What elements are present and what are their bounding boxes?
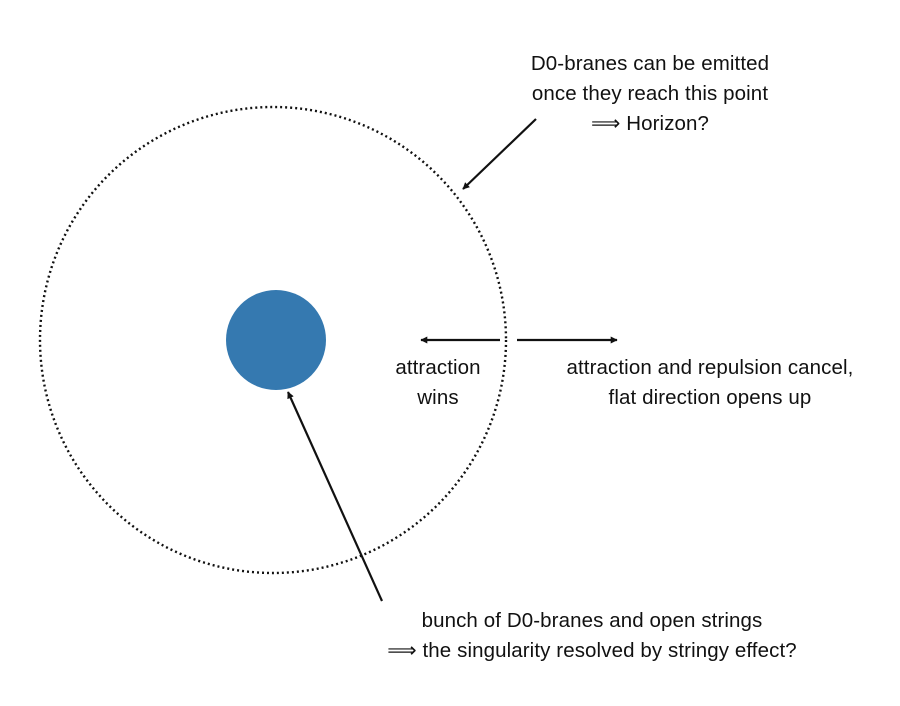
horizon-annotation-line-3: ⟹ Horizon? [590,112,710,135]
attraction-annotation-line-1: attraction [395,356,481,379]
core-annotation-line-2: ⟹ the singularity resolved by stringy ef… [387,639,797,662]
flat-direction-annotation-line-1: attraction and repulsion cancel, [566,356,854,379]
horizon-dotted-circle [38,105,508,575]
attraction-annotation-line-2: wins [417,386,459,409]
horizon-annotation: D0-branes can be emitted once they reach… [460,49,840,139]
horizon-annotation-line-2: once they reach this point [531,82,769,105]
flat-direction-annotation-line-2: flat direction opens up [608,386,812,409]
attraction-annotation: attraction wins [368,353,508,413]
core-pointer-arrow [286,391,384,602]
core-annotation-line-1: bunch of D0-branes and open strings [421,609,763,632]
d0-brane-core-disk [226,290,326,390]
core-annotation: bunch of D0-branes and open strings ⟹ th… [322,606,862,666]
horizon-annotation-line-1: D0-branes can be emitted [530,52,770,75]
flat-direction-annotation: attraction and repulsion cancel, flat di… [520,353,900,413]
horizon-pointer-arrow [462,118,537,190]
